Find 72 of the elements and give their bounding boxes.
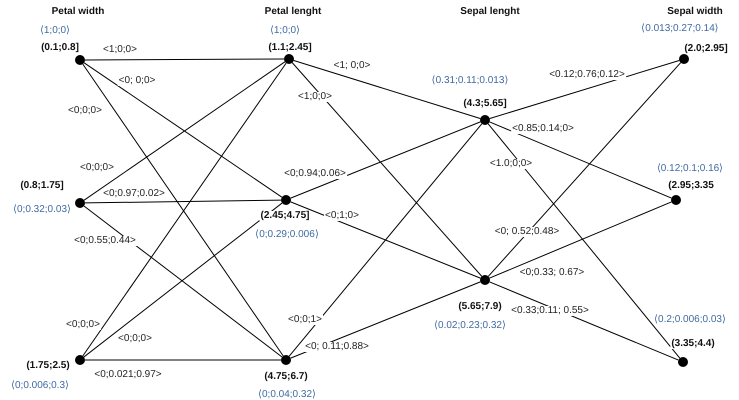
point-dot [75,198,85,208]
interval-label: (2.45;4.75] [260,211,310,221]
connector-line [488,62,682,277]
point-dot [678,357,688,367]
edge-label: <0; 0.52;0.48> [494,227,560,237]
edge-label: <1.0;0;0> [488,159,534,169]
edge-label: <0;0;1> [287,315,323,325]
membership-tuple: ⟨0.013;0.27;0.14⟩ [641,24,719,34]
connector-line [489,60,680,120]
edge-label: <0;0;0> [79,163,115,173]
connector-line [290,121,481,199]
point-dot [75,55,85,65]
connector-line [489,121,672,199]
membership-tuple: ⟨0.02;0.23;0.32⟩ [434,321,506,331]
edge-label: <0.33;0.11; 0.55> [510,306,590,316]
connector-line [489,201,672,279]
point-dot [679,54,689,64]
column-heading: Sepal lenght [460,7,520,17]
membership-tuple: ⟨1;0;0⟩ [270,26,300,36]
edge-label: <0.12;0.76;0.12> [548,70,626,80]
point-dot [75,355,85,365]
interval-label: (4.75;6.7) [263,372,309,382]
interval-label: (0.1;0.8] [40,43,80,53]
edge-label: <0;0.33; 0.67> [518,268,586,278]
connector-line [288,123,482,357]
edge-label: <0.85;0.14;0> [511,124,575,134]
edge-label: <1;0;0> [102,45,138,55]
membership-tuple: ⟨0;0.006;0.3⟩ [10,381,70,391]
point-dot [281,195,291,205]
point-dot [480,275,490,285]
membership-tuple: ⟨0.12;0.1;0.16⟩ [656,164,724,174]
point-dot [480,115,490,125]
edge-label: <0;0;0> [67,106,103,116]
point-dot [671,195,681,205]
edge-label: <0;1;0> [324,211,360,221]
point-dot [281,355,291,365]
edge-label: <0; 0.11;0.88> [304,342,370,352]
column-heading: Petal lenght [264,7,322,17]
membership-tuple: ⟨0;0.04;0.32⟩ [258,390,316,400]
interval-label: (2.0;2.95] [683,44,729,54]
membership-tuple: ⟨0;0.29;0.006⟩ [255,230,319,240]
column-heading: Sepal width [667,7,723,17]
interval-label: (2.95;3.35 [667,181,715,191]
connector-line [84,200,282,204]
connector-line [292,62,482,277]
edge-label: <1; 0;0> [332,61,372,71]
interval-label: (1.75;2.5) [25,361,71,371]
connector-line [290,201,481,279]
edge-label: <1;0;0> [297,92,333,102]
membership-tuple: ⟨0.2;0.006;0.03⟩ [654,315,726,325]
connector-line [488,123,680,359]
connector-line [489,281,679,361]
edge-label: <0;0.55;0.44> [73,236,137,246]
connector-line [84,58,284,60]
edge-label: <0;0;0> [117,334,153,344]
column-heading: Petal width [52,7,104,17]
connector-line [293,60,481,120]
interval-label: (5.65;7.9) [457,302,503,312]
point-dot [284,54,294,64]
interval-label: (0.8;1.75] [19,181,65,191]
edge-label: <0;0.94;0.06> [283,169,347,179]
membership-tuple: ⟨0.31;0.11;0.013⟩ [432,76,508,86]
connector-line [290,281,481,359]
edge-label: <0; 0;0> [118,76,156,86]
membership-tuple: ⟨0;0.32;0.03⟩ [12,205,72,215]
interval-label: (1.1;2.45] [267,43,313,53]
edge-label: <0;0.021;0.97> [93,370,163,380]
edge-label: <0;0.97;0.02> [102,189,166,199]
membership-tuple: ⟨1;0;0⟩ [40,26,70,36]
interval-label: (4.3;5.65] [462,99,508,109]
interval-label: (3.35;4.4) [670,339,716,349]
edge-label: <0;0;0> [65,320,101,330]
